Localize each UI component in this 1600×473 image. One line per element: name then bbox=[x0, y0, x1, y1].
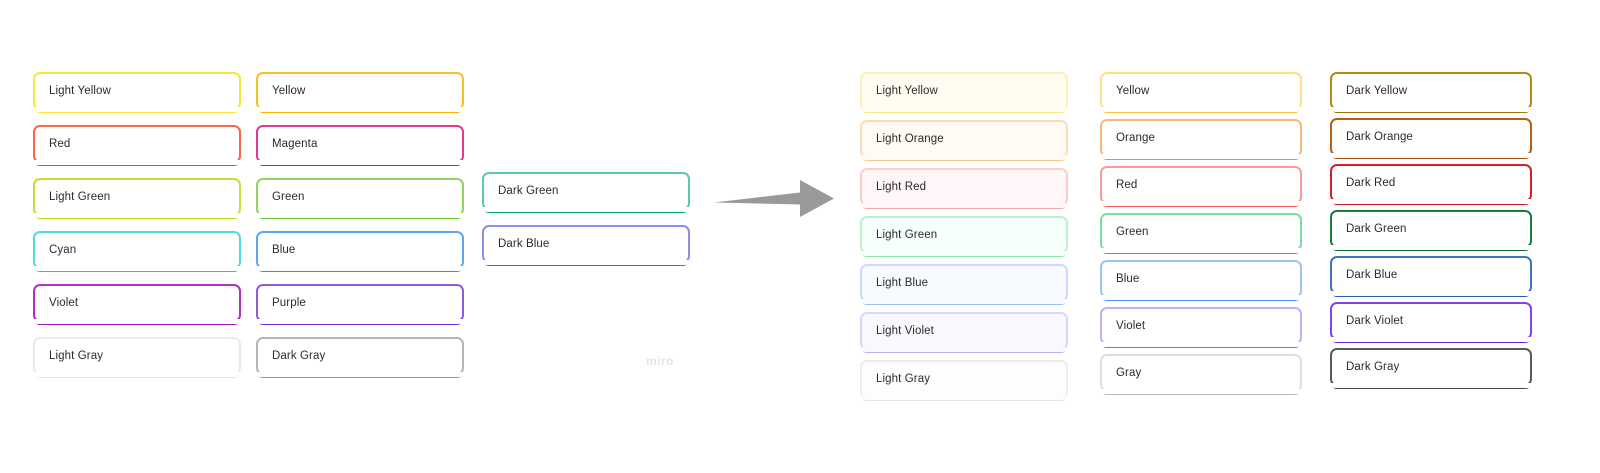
color-card-red[interactable]: Red bbox=[33, 125, 241, 165]
color-card-dark-gray[interactable]: Dark Gray bbox=[1330, 348, 1532, 388]
color-card-label: Purple bbox=[272, 296, 306, 309]
color-card-label: Light Gray bbox=[876, 372, 931, 385]
color-card-label: Dark Red bbox=[1346, 176, 1396, 189]
color-card-label: Violet bbox=[1116, 319, 1146, 332]
color-card-label: Dark Gray bbox=[272, 349, 326, 362]
color-card-gray[interactable]: Gray bbox=[1100, 354, 1302, 394]
color-card-label: Violet bbox=[49, 296, 79, 309]
color-card-light-red[interactable]: Light Red bbox=[860, 168, 1068, 208]
color-card-label: Yellow bbox=[272, 84, 306, 97]
color-card-label: Red bbox=[1116, 178, 1138, 191]
transition-arrow[interactable] bbox=[712, 176, 836, 222]
color-card-blue[interactable]: Blue bbox=[1100, 260, 1302, 300]
color-card-green[interactable]: Green bbox=[256, 178, 464, 218]
color-card-label: Light Orange bbox=[876, 132, 944, 145]
color-card-dark-red[interactable]: Dark Red bbox=[1330, 164, 1532, 204]
color-card-label: Light Violet bbox=[876, 324, 934, 337]
color-card-label: Green bbox=[272, 190, 305, 203]
color-card-label: Dark Violet bbox=[1346, 314, 1404, 327]
color-card-red[interactable]: Red bbox=[1100, 166, 1302, 206]
color-card-label: Magenta bbox=[272, 137, 318, 150]
color-card-yellow[interactable]: Yellow bbox=[1100, 72, 1302, 112]
color-card-purple[interactable]: Purple bbox=[256, 284, 464, 324]
color-card-label: Light Red bbox=[876, 180, 927, 193]
color-card-dark-gray[interactable]: Dark Gray bbox=[256, 337, 464, 377]
color-card-light-violet[interactable]: Light Violet bbox=[860, 312, 1068, 352]
color-card-dark-blue[interactable]: Dark Blue bbox=[1330, 256, 1532, 296]
color-card-label: Dark Green bbox=[1346, 222, 1407, 235]
color-card-dark-orange[interactable]: Dark Orange bbox=[1330, 118, 1532, 158]
color-card-label: Orange bbox=[1116, 131, 1155, 144]
color-card-label: Dark Blue bbox=[498, 237, 550, 250]
color-card-green[interactable]: Green bbox=[1100, 213, 1302, 253]
miro-watermark: miro bbox=[646, 354, 675, 368]
color-card-label: Light Blue bbox=[876, 276, 929, 289]
color-card-light-gray[interactable]: Light Gray bbox=[33, 337, 241, 377]
color-card-label: Dark Orange bbox=[1346, 130, 1413, 143]
color-card-label: Blue bbox=[272, 243, 296, 256]
color-card-light-gray[interactable]: Light Gray bbox=[860, 360, 1068, 400]
color-card-label: Light Yellow bbox=[876, 84, 938, 97]
color-card-label: Light Yellow bbox=[49, 84, 111, 97]
color-card-label: Dark Yellow bbox=[1346, 84, 1408, 97]
color-card-light-orange[interactable]: Light Orange bbox=[860, 120, 1068, 160]
color-card-label: Green bbox=[1116, 225, 1149, 238]
color-card-violet[interactable]: Violet bbox=[1100, 307, 1302, 347]
color-card-dark-green[interactable]: Dark Green bbox=[482, 172, 690, 212]
color-card-label: Yellow bbox=[1116, 84, 1150, 97]
color-card-blue[interactable]: Blue bbox=[256, 231, 464, 271]
color-card-dark-yellow[interactable]: Dark Yellow bbox=[1330, 72, 1532, 112]
color-card-magenta[interactable]: Magenta bbox=[256, 125, 464, 165]
color-card-violet[interactable]: Violet bbox=[33, 284, 241, 324]
color-card-label: Light Gray bbox=[49, 349, 104, 362]
color-card-label: Dark Blue bbox=[1346, 268, 1398, 281]
color-card-light-yellow[interactable]: Light Yellow bbox=[33, 72, 241, 112]
color-card-label: Dark Gray bbox=[1346, 360, 1400, 373]
color-card-dark-blue[interactable]: Dark Blue bbox=[482, 225, 690, 265]
color-card-light-blue[interactable]: Light Blue bbox=[860, 264, 1068, 304]
color-card-label: Gray bbox=[1116, 366, 1142, 379]
color-card-light-green[interactable]: Light Green bbox=[33, 178, 241, 218]
color-card-light-yellow[interactable]: Light Yellow bbox=[860, 72, 1068, 112]
color-card-dark-green[interactable]: Dark Green bbox=[1330, 210, 1532, 250]
color-card-yellow[interactable]: Yellow bbox=[256, 72, 464, 112]
color-card-dark-violet[interactable]: Dark Violet bbox=[1330, 302, 1532, 342]
color-card-label: Red bbox=[49, 137, 71, 150]
color-card-cyan[interactable]: Cyan bbox=[33, 231, 241, 271]
color-card-label: Cyan bbox=[49, 243, 77, 256]
color-card-label: Light Green bbox=[49, 190, 111, 203]
color-card-label: Blue bbox=[1116, 272, 1140, 285]
color-card-label: Light Green bbox=[876, 228, 938, 241]
color-card-orange[interactable]: Orange bbox=[1100, 119, 1302, 159]
color-card-label: Dark Green bbox=[498, 184, 559, 197]
color-card-light-green[interactable]: Light Green bbox=[860, 216, 1068, 256]
